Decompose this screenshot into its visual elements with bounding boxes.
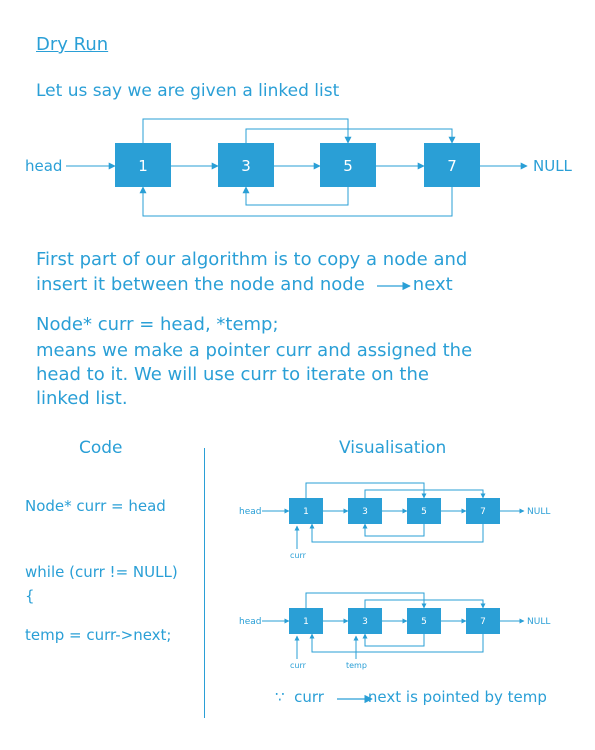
head-label: head xyxy=(25,157,62,175)
vis-null-label: NULL xyxy=(527,617,550,627)
node-box xyxy=(424,143,480,187)
main-linked-list: head 1 3 5 7 NULL xyxy=(25,118,573,217)
node-box xyxy=(407,608,441,634)
note-rest: next is pointed by temp xyxy=(367,688,547,706)
curr-label: curr xyxy=(290,551,307,560)
paragraph1-line2-next: next xyxy=(412,274,453,295)
node-value: 3 xyxy=(241,157,251,175)
node-value: 3 xyxy=(362,617,368,627)
node-box xyxy=(466,608,500,634)
node-value: 7 xyxy=(480,507,486,517)
note-curr: curr xyxy=(294,688,324,706)
node-box xyxy=(348,498,382,524)
note-text: ∵ curr next is pointed by temp xyxy=(275,688,547,706)
visualisation-heading: Visualisation xyxy=(339,438,447,458)
paragraph2-line3: head to it. We will use curr to iterate … xyxy=(36,364,429,385)
random-arrow-7-to-1 xyxy=(139,186,453,217)
code-line: while (curr != NULL) xyxy=(25,563,178,581)
node-box xyxy=(348,608,382,634)
code-line: Node* curr = head xyxy=(25,497,166,515)
random-arrow-3-to-7 xyxy=(245,128,456,144)
curr-label: curr xyxy=(290,661,307,670)
node-value: 1 xyxy=(138,157,148,175)
node-box xyxy=(407,498,441,524)
node-value: 1 xyxy=(303,507,309,517)
node-value: 5 xyxy=(421,617,427,627)
node-box xyxy=(289,608,323,634)
random-arrow-5-to-3 xyxy=(242,186,349,206)
because-symbol: ∵ xyxy=(275,688,285,706)
vis-head-label: head xyxy=(239,617,261,627)
paragraph2-line4: linked list. xyxy=(36,388,128,409)
node-box xyxy=(115,143,171,187)
vis-null-label: NULL xyxy=(527,507,550,517)
vis-head-label: head xyxy=(239,507,261,517)
node-value: 5 xyxy=(421,507,427,517)
node-value: 7 xyxy=(447,157,457,175)
code-line: temp = curr->next; xyxy=(25,626,172,644)
paragraph1-line2-text: insert it between the node and node xyxy=(36,274,365,295)
temp-label: temp xyxy=(346,661,367,670)
null-label: NULL xyxy=(533,157,573,175)
paragraph2-line1: Node* curr = head, *temp; xyxy=(36,314,279,335)
node-value: 7 xyxy=(480,617,486,627)
column-divider xyxy=(204,448,205,718)
visual-list-2: head 1 3 5 7 NULL curr temp xyxy=(239,592,550,670)
random-arrow-1-to-5 xyxy=(142,118,352,144)
node-box xyxy=(320,143,376,187)
paragraph1-line2: insert it between the node and node next xyxy=(36,274,453,295)
node-value: 3 xyxy=(362,507,368,517)
paragraph2-line2: means we make a pointer curr and assigne… xyxy=(36,340,473,361)
page-title: Dry Run xyxy=(36,34,109,55)
paragraph1-line1: First part of our algorithm is to copy a… xyxy=(36,249,468,270)
node-value: 1 xyxy=(303,617,309,627)
node-box xyxy=(466,498,500,524)
visual-list-1: head 1 3 5 7 NULL curr xyxy=(239,482,550,560)
node-box xyxy=(289,498,323,524)
node-box xyxy=(218,143,274,187)
code-heading: Code xyxy=(79,438,123,458)
intro-text: Let us say we are given a linked list xyxy=(36,81,340,101)
code-line: { xyxy=(25,587,35,605)
node-value: 5 xyxy=(343,157,353,175)
